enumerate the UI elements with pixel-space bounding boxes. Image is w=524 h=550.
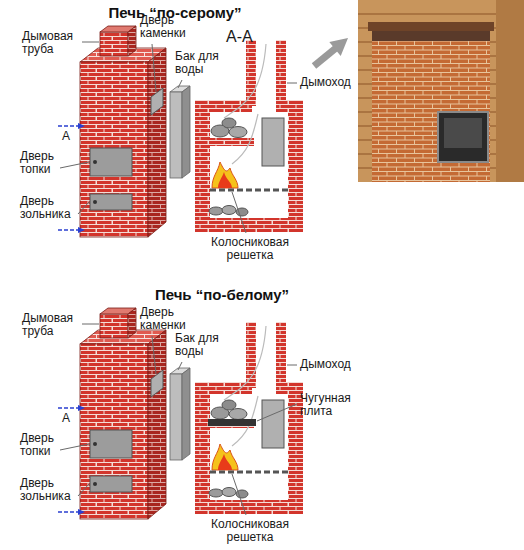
leader-line xyxy=(60,162,89,168)
leader-line xyxy=(60,444,89,450)
photo-glass xyxy=(444,118,482,148)
part-label: Дверь каменки xyxy=(140,14,196,40)
leader-line xyxy=(287,83,297,84)
heading: Печь “по-белому” xyxy=(90,286,354,303)
leader-line xyxy=(287,365,297,366)
leader-line xyxy=(232,192,246,233)
photo xyxy=(358,0,524,182)
leader-line xyxy=(82,42,99,43)
part-label: Бак для воды xyxy=(175,50,223,76)
section-mark: A xyxy=(62,130,70,143)
photo-stove xyxy=(372,30,490,182)
part-label: Дверь зольника xyxy=(20,477,78,503)
part-label: Колосниковая решетка xyxy=(195,236,305,262)
part-label: Дымовая труба xyxy=(22,312,80,338)
photo-door xyxy=(438,112,488,162)
pointer-arrow xyxy=(314,48,336,66)
cast-iron-plate xyxy=(208,419,256,426)
leader-line xyxy=(178,362,182,370)
leader-lines xyxy=(60,42,297,515)
photo-tiles xyxy=(372,31,490,41)
leader-line xyxy=(152,44,156,92)
part-label: Чугунная плита xyxy=(300,392,362,418)
leader-line xyxy=(152,336,156,374)
leader-line xyxy=(232,474,246,515)
part-label: Дверь топки xyxy=(20,432,70,458)
leader-line xyxy=(78,484,89,496)
leader-line xyxy=(257,404,297,421)
section-mark: A xyxy=(62,412,70,425)
pointer-arrowhead xyxy=(329,38,348,56)
stove-drawing xyxy=(58,308,303,519)
leader-line xyxy=(78,202,89,214)
part-label: Дверь зольника xyxy=(20,195,78,221)
part-label: Дымоход xyxy=(300,358,351,371)
heading: Печь “по-серому” xyxy=(0,4,350,21)
section-mark: A-A xyxy=(226,28,253,46)
photo-ledge xyxy=(368,22,494,31)
part-label: Дверь топки xyxy=(20,150,70,176)
part-label: Дымовая труба xyxy=(22,30,80,56)
part-label: Дымоход xyxy=(300,76,351,89)
part-label: Бак для воды xyxy=(175,332,223,358)
stove-drawing xyxy=(58,26,303,237)
part-label: Колосниковая решетка xyxy=(195,518,305,544)
photo-corner xyxy=(496,0,524,182)
photo-wall xyxy=(358,0,524,182)
leader-line xyxy=(82,324,99,325)
part-label: Дверь каменки xyxy=(140,306,196,332)
leader-line xyxy=(178,80,182,88)
